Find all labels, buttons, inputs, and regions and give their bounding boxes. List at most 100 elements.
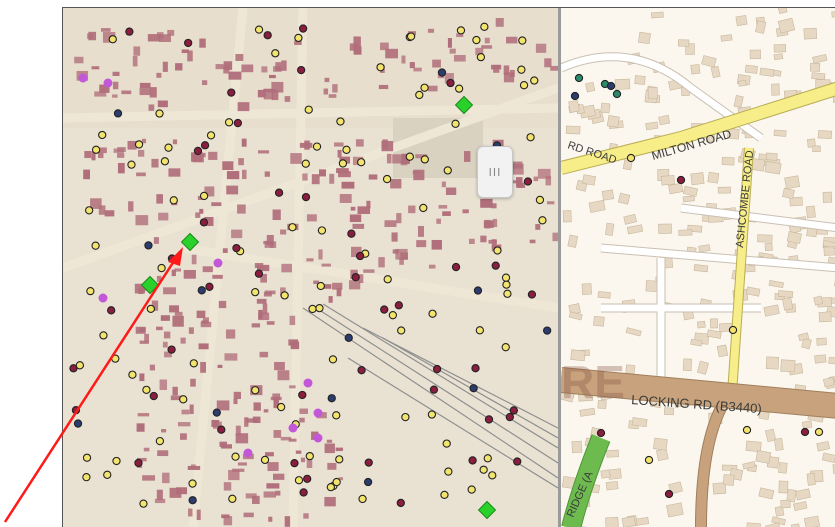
- circle-marker-icon[interactable]: [401, 412, 410, 422]
- circle-marker-icon[interactable]: [254, 25, 264, 34]
- circle-marker-icon[interactable]: [142, 385, 151, 395]
- circle-marker-icon[interactable]: [167, 345, 176, 354]
- circle-marker-icon[interactable]: [472, 35, 481, 45]
- circle-marker-icon[interactable]: [107, 306, 116, 315]
- circle-marker-icon[interactable]: [442, 439, 451, 448]
- circle-marker-icon[interactable]: [332, 477, 341, 487]
- circle-marker-icon[interactable]: [232, 243, 241, 253]
- circle-marker-icon[interactable]: [332, 411, 341, 420]
- circle-marker-icon[interactable]: [451, 119, 460, 128]
- circle-marker-icon[interactable]: [294, 33, 303, 43]
- circle-marker-icon[interactable]: [304, 105, 313, 114]
- circle-marker-icon[interactable]: [327, 394, 336, 403]
- circle-marker-icon[interactable]: [146, 304, 155, 314]
- circle-marker-icon[interactable]: [432, 364, 442, 374]
- circle-marker-icon[interactable]: [271, 49, 280, 58]
- circle-marker-icon[interactable]: [355, 251, 365, 261]
- circle-marker-icon[interactable]: [480, 22, 489, 31]
- circle-marker-icon[interactable]: [75, 361, 85, 370]
- circle-marker-icon[interactable]: [357, 158, 366, 167]
- circle-marker-icon[interactable]: [317, 226, 327, 235]
- circle-marker-icon[interactable]: [491, 261, 500, 270]
- circle-marker-icon[interactable]: [488, 471, 497, 480]
- circle-marker-icon[interactable]: [519, 81, 529, 90]
- circle-marker-icon[interactable]: [420, 83, 429, 92]
- purple-marker-icon[interactable]: [243, 448, 253, 458]
- historic-map-layer[interactable]: [63, 8, 558, 527]
- circle-marker-icon[interactable]: [473, 286, 483, 295]
- circle-marker-icon[interactable]: [676, 175, 686, 185]
- circle-marker-icon[interactable]: [728, 325, 738, 335]
- circle-marker-icon[interactable]: [501, 273, 511, 282]
- circle-marker-icon[interactable]: [91, 241, 100, 250]
- circle-marker-icon[interactable]: [543, 326, 552, 335]
- circle-marker-icon[interactable]: [538, 216, 547, 225]
- circle-marker-icon[interactable]: [363, 477, 373, 487]
- circle-marker-icon[interactable]: [169, 196, 178, 205]
- circle-marker-icon[interactable]: [493, 246, 502, 255]
- circle-marker-icon[interactable]: [263, 31, 272, 40]
- circle-marker-icon[interactable]: [197, 286, 206, 295]
- circle-marker-icon[interactable]: [394, 301, 403, 310]
- circle-marker-icon[interactable]: [82, 473, 91, 482]
- circle-marker-icon[interactable]: [113, 109, 123, 118]
- circle-marker-icon[interactable]: [103, 470, 112, 479]
- circle-marker-icon[interactable]: [342, 145, 351, 154]
- purple-marker-icon[interactable]: [78, 73, 88, 83]
- circle-marker-icon[interactable]: [326, 482, 335, 492]
- circle-marker-icon[interactable]: [427, 410, 437, 419]
- circle-marker-icon[interactable]: [316, 281, 325, 291]
- circle-marker-icon[interactable]: [224, 118, 234, 127]
- circle-marker-icon[interactable]: [251, 288, 260, 297]
- circle-marker-icon[interactable]: [419, 203, 428, 213]
- circle-marker-icon[interactable]: [139, 499, 148, 508]
- circle-marker-icon[interactable]: [469, 384, 478, 393]
- circle-marker-icon[interactable]: [437, 68, 447, 77]
- circle-marker-icon[interactable]: [91, 145, 101, 154]
- circle-marker-icon[interactable]: [228, 494, 237, 503]
- circle-marker-icon[interactable]: [276, 402, 286, 412]
- circle-marker-icon[interactable]: [376, 63, 385, 72]
- circle-marker-icon[interactable]: [479, 465, 488, 474]
- circle-marker-icon[interactable]: [157, 263, 166, 273]
- circle-marker-icon[interactable]: [99, 331, 108, 340]
- purple-marker-icon[interactable]: [103, 78, 113, 88]
- circle-marker-icon[interactable]: [471, 364, 480, 373]
- circle-marker-icon[interactable]: [260, 455, 270, 465]
- circle-marker-icon[interactable]: [86, 286, 95, 296]
- circle-marker-icon[interactable]: [188, 496, 197, 505]
- circle-marker-icon[interactable]: [388, 311, 398, 320]
- circle-marker-icon[interactable]: [444, 467, 453, 476]
- green-diamond-marker-icon[interactable]: [180, 232, 200, 252]
- circle-marker-icon[interactable]: [535, 195, 545, 205]
- circle-marker-icon[interactable]: [456, 26, 466, 35]
- circle-marker-icon[interactable]: [82, 453, 92, 462]
- circle-marker-icon[interactable]: [301, 159, 310, 168]
- circle-marker-icon[interactable]: [383, 275, 392, 284]
- circle-marker-icon[interactable]: [814, 427, 824, 437]
- circle-marker-icon[interactable]: [505, 412, 514, 422]
- circle-marker-icon[interactable]: [179, 395, 188, 404]
- circle-marker-icon[interactable]: [290, 458, 299, 468]
- circle-marker-icon[interactable]: [336, 117, 345, 126]
- circle-marker-icon[interactable]: [212, 408, 221, 417]
- purple-marker-icon[interactable]: [313, 408, 323, 418]
- circle-marker-icon[interactable]: [184, 38, 193, 48]
- circle-marker-icon[interactable]: [254, 269, 264, 278]
- circle-marker-icon[interactable]: [344, 333, 353, 342]
- circle-marker-icon[interactable]: [405, 152, 414, 161]
- circle-marker-icon[interactable]: [596, 428, 606, 438]
- circle-marker-icon[interactable]: [502, 280, 511, 289]
- circle-marker-icon[interactable]: [84, 206, 94, 215]
- circle-marker-icon[interactable]: [73, 419, 83, 428]
- circle-marker-icon[interactable]: [606, 81, 616, 91]
- circle-marker-icon[interactable]: [443, 166, 452, 175]
- circle-marker-icon[interactable]: [312, 142, 322, 151]
- circle-marker-icon[interactable]: [112, 456, 121, 466]
- circle-marker-icon[interactable]: [612, 89, 622, 99]
- green-diamond-marker-icon[interactable]: [477, 500, 497, 520]
- circle-marker-icon[interactable]: [298, 24, 308, 33]
- circle-marker-icon[interactable]: [468, 456, 477, 465]
- circle-marker-icon[interactable]: [509, 406, 518, 415]
- circle-marker-icon[interactable]: [280, 291, 289, 300]
